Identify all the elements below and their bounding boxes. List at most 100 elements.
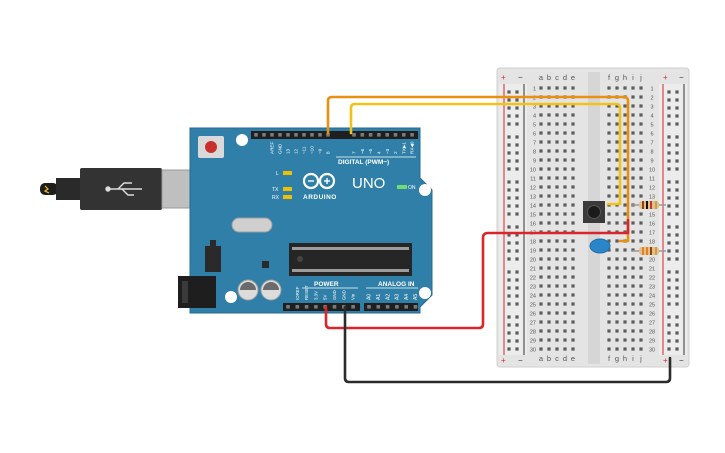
breadboard-hole[interactable] [631, 275, 635, 279]
breadboard-hole[interactable] [555, 275, 559, 279]
rail-hole[interactable] [675, 180, 679, 184]
breadboard-hole[interactable] [639, 257, 643, 261]
breadboard-hole[interactable] [631, 86, 635, 90]
rail-hole[interactable] [507, 114, 511, 118]
rail-hole[interactable] [675, 143, 679, 147]
breadboard-hole[interactable] [623, 86, 627, 90]
breadboard-hole[interactable] [623, 176, 627, 180]
breadboard-hole[interactable] [631, 320, 635, 324]
breadboard-hole[interactable] [547, 167, 551, 171]
breadboard-hole[interactable] [547, 158, 551, 162]
blue-led[interactable] [589, 238, 611, 254]
rail-hole[interactable] [675, 204, 679, 208]
breadboard-hole[interactable] [547, 293, 551, 297]
rail-hole[interactable] [667, 347, 671, 351]
breadboard-hole[interactable] [555, 320, 559, 324]
breadboard-hole[interactable] [547, 239, 551, 243]
breadboard-hole[interactable] [547, 176, 551, 180]
rail-hole[interactable] [515, 339, 519, 343]
breadboard-hole[interactable] [563, 203, 567, 207]
pin-hole[interactable] [385, 133, 389, 137]
breadboard-hole[interactable] [631, 158, 635, 162]
breadboard-hole[interactable] [615, 212, 619, 216]
breadboard-hole[interactable] [639, 86, 643, 90]
breadboard-hole[interactable] [631, 221, 635, 225]
rail-hole[interactable] [667, 212, 671, 216]
breadboard-hole[interactable] [639, 122, 643, 126]
rail-hole[interactable] [515, 331, 519, 335]
breadboard-hole[interactable] [539, 347, 543, 351]
breadboard-hole[interactable] [607, 311, 611, 315]
breadboard-hole[interactable] [607, 194, 611, 198]
breadboard-hole[interactable] [547, 320, 551, 324]
breadboard-hole[interactable] [623, 140, 627, 144]
breadboard-hole[interactable] [539, 221, 543, 225]
rail-hole[interactable] [507, 241, 511, 245]
rail-hole[interactable] [515, 106, 519, 110]
wire-black[interactable] [343, 305, 672, 384]
breadboard-hole[interactable] [555, 212, 559, 216]
rail-hole[interactable] [507, 294, 511, 298]
rail-hole[interactable] [667, 339, 671, 343]
breadboard-hole[interactable] [571, 311, 575, 315]
rail-hole[interactable] [515, 114, 519, 118]
breadboard-hole[interactable] [571, 347, 575, 351]
breadboard-hole[interactable] [563, 158, 567, 162]
breadboard-hole[interactable] [555, 329, 559, 333]
rail-hole[interactable] [675, 188, 679, 192]
breadboard-hole[interactable] [571, 158, 575, 162]
pin-hole[interactable] [278, 133, 282, 137]
rail-hole[interactable] [515, 212, 519, 216]
usb-cable[interactable] [40, 168, 191, 210]
rail-hole[interactable] [667, 225, 671, 229]
rail-hole[interactable] [675, 159, 679, 163]
rail-hole[interactable] [667, 270, 671, 274]
breadboard-hole[interactable] [607, 266, 611, 270]
breadboard-hole[interactable] [623, 221, 627, 225]
rail-hole[interactable] [515, 98, 519, 102]
breadboard-hole[interactable] [623, 320, 627, 324]
breadboard-hole[interactable] [631, 248, 635, 252]
breadboard-hole[interactable] [547, 203, 551, 207]
rail-hole[interactable] [675, 257, 679, 261]
breadboard-hole[interactable] [639, 320, 643, 324]
breadboard-hole[interactable] [571, 221, 575, 225]
breadboard-hole[interactable] [539, 212, 543, 216]
breadboard-hole[interactable] [539, 104, 543, 108]
breadboard-hole[interactable] [539, 131, 543, 135]
breadboard-hole[interactable] [639, 329, 643, 333]
rail-hole[interactable] [675, 90, 679, 94]
breadboard-hole[interactable] [639, 113, 643, 117]
breadboard-hole[interactable] [555, 257, 559, 261]
rail-hole[interactable] [515, 233, 519, 237]
breadboard-hole[interactable] [623, 203, 627, 207]
rail-hole[interactable] [667, 180, 671, 184]
breadboard-hole[interactable] [623, 131, 627, 135]
rail-hole[interactable] [515, 323, 519, 327]
rail-hole[interactable] [507, 347, 511, 351]
analog-pin-holes[interactable] [367, 305, 418, 309]
breadboard-hole[interactable] [615, 293, 619, 297]
breadboard-hole[interactable] [571, 239, 575, 243]
rail-hole[interactable] [675, 249, 679, 253]
rail-hole[interactable] [667, 188, 671, 192]
left-power-rail[interactable] [499, 84, 527, 355]
breadboard-hole[interactable] [547, 329, 551, 333]
breadboard-hole[interactable] [615, 302, 619, 306]
breadboard-hole[interactable] [631, 230, 635, 234]
analog-pin-header[interactable] [364, 303, 418, 311]
rail-hole[interactable] [667, 257, 671, 261]
breadboard-hole[interactable] [631, 185, 635, 189]
breadboard-hole[interactable] [615, 329, 619, 333]
breadboard-hole[interactable] [615, 185, 619, 189]
breadboard-hole[interactable] [539, 140, 543, 144]
breadboard-hole[interactable] [563, 338, 567, 342]
breadboard-hole[interactable] [631, 176, 635, 180]
rail-hole[interactable] [507, 225, 511, 229]
breadboard-hole[interactable] [563, 293, 567, 297]
breadboard-hole[interactable] [607, 122, 611, 126]
rail-hole[interactable] [515, 347, 519, 351]
rail-hole[interactable] [667, 294, 671, 298]
breadboard-hole[interactable] [547, 302, 551, 306]
